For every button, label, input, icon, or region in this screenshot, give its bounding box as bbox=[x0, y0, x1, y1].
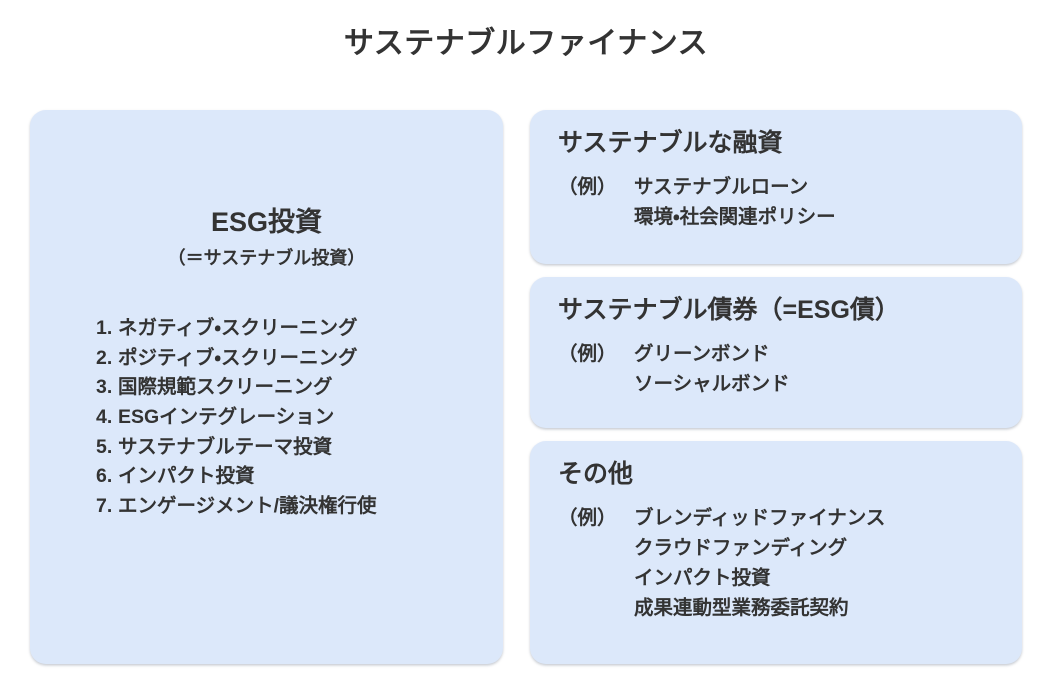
example-text: インパクト投資 bbox=[634, 566, 771, 589]
example-label: （例） bbox=[558, 342, 617, 365]
example-list: （例） グリーンボンド ソーシャルボンド bbox=[558, 339, 1000, 399]
list-item-label: ポジティブ・スクリーニング bbox=[118, 346, 358, 369]
list-item-label: ESGインテグレーション bbox=[118, 406, 335, 429]
example-row: （例） ブレンディッドファイナンス bbox=[558, 503, 1000, 533]
list-item-label: 国際規範スクリーニング bbox=[118, 376, 333, 399]
list-item: 3.国際規範スクリーニング bbox=[30, 373, 503, 403]
example-text: ブレンディッドファイナンス bbox=[634, 506, 886, 529]
list-item-number: 2. bbox=[96, 346, 113, 369]
example-label: （例） bbox=[558, 175, 617, 198]
list-item-label: エンゲージメント/議決権行使 bbox=[118, 494, 377, 517]
esg-card-subheading: （＝サステナブル投資） bbox=[167, 247, 366, 268]
card-title: サステナブル債券（=ESG債） bbox=[558, 296, 900, 324]
example-row: 成果連動型業務委託契約 bbox=[558, 593, 1000, 623]
card-sustainable-lending: サステナブルな融資 （例） サステナブルローン 環境・社会関連ポリシー bbox=[530, 110, 1022, 264]
example-text: ソーシャルボンド bbox=[634, 372, 790, 395]
page-title: サステナブルファイナンス bbox=[343, 27, 709, 60]
list-item: 2.ポジティブ・スクリーニング bbox=[30, 344, 503, 374]
card-title: その他 bbox=[558, 460, 634, 488]
list-item-number: 3. bbox=[96, 376, 113, 399]
list-item-number: 6. bbox=[96, 465, 113, 488]
esg-strategy-list: 1.ネガティブ・スクリーニング 2.ポジティブ・スクリーニング 3.国際規範スク… bbox=[30, 314, 503, 521]
list-item-label: ネガティブ・スクリーニング bbox=[118, 317, 358, 340]
example-row: 環境・社会関連ポリシー bbox=[558, 202, 1000, 232]
list-item: 7.エンゲージメント/議決権行使 bbox=[30, 492, 503, 522]
card-other: その他 （例） ブレンディッドファイナンス クラウドファンディング インパクト投… bbox=[530, 441, 1022, 664]
list-item: 1.ネガティブ・スクリーニング bbox=[30, 314, 503, 344]
right-column: サステナブルな融資 （例） サステナブルローン 環境・社会関連ポリシー サステナ… bbox=[530, 110, 1022, 664]
list-item: 4.ESGインテグレーション bbox=[30, 403, 503, 433]
example-list: （例） ブレンディッドファイナンス クラウドファンディング インパクト投資 成果… bbox=[558, 503, 1000, 624]
example-list: （例） サステナブルローン 環境・社会関連ポリシー bbox=[558, 172, 1000, 232]
card-title: サステナブルな融資 bbox=[558, 129, 783, 157]
list-item: 6.インパクト投資 bbox=[30, 462, 503, 492]
example-row: ソーシャルボンド bbox=[558, 369, 1000, 399]
example-text: 環境・社会関連ポリシー bbox=[634, 205, 836, 228]
example-row: （例） グリーンボンド bbox=[558, 339, 1000, 369]
example-row: （例） サステナブルローン bbox=[558, 172, 1000, 202]
left-column: ESG投資 （＝サステナブル投資） 1.ネガティブ・スクリーニング 2.ポジティ… bbox=[30, 110, 503, 664]
example-text: 成果連動型業務委託契約 bbox=[634, 597, 849, 620]
example-text: グリーンボンド bbox=[634, 342, 770, 365]
list-item: 5.サステナブルテーマ投資 bbox=[30, 433, 503, 463]
list-item-number: 1. bbox=[96, 317, 113, 340]
list-item-label: サステナブルテーマ投資 bbox=[118, 435, 333, 458]
card-esg-investment: ESG投資 （＝サステナブル投資） 1.ネガティブ・スクリーニング 2.ポジティ… bbox=[30, 110, 503, 664]
list-item-label: インパクト投資 bbox=[118, 465, 255, 488]
esg-card-heading: ESG投資 bbox=[210, 207, 323, 237]
list-item-number: 7. bbox=[96, 494, 113, 517]
card-sustainable-bonds: サステナブル債券（=ESG債） （例） グリーンボンド ソーシャルボンド bbox=[530, 277, 1022, 428]
diagram-board: ESG投資 （＝サステナブル投資） 1.ネガティブ・スクリーニング 2.ポジティ… bbox=[30, 110, 1022, 664]
example-text: クラウドファンディング bbox=[634, 536, 848, 559]
list-item-number: 4. bbox=[96, 406, 113, 429]
example-row: クラウドファンディング bbox=[558, 533, 1000, 563]
list-item-number: 5. bbox=[96, 435, 113, 458]
example-row: インパクト投資 bbox=[558, 563, 1000, 593]
example-label: （例） bbox=[558, 506, 617, 529]
example-text: サステナブルローン bbox=[634, 175, 809, 198]
